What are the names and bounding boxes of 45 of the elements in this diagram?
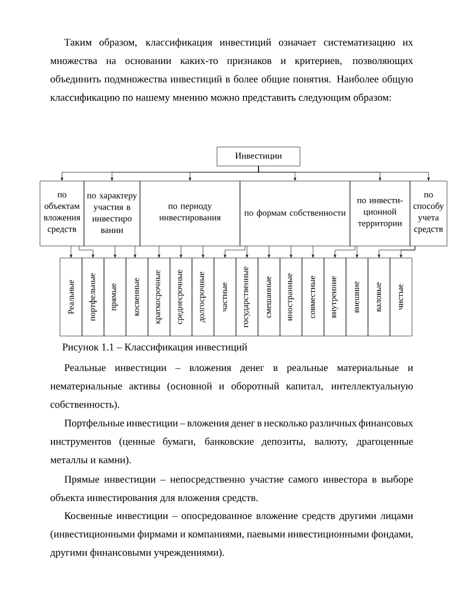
- arrow: [114, 246, 116, 258]
- type-box: внешние: [346, 258, 368, 336]
- type-box: портфельные: [82, 258, 104, 336]
- type-box: долгосрочные: [192, 258, 214, 336]
- type-box: косвенные: [126, 258, 148, 336]
- paragraph: Таким образом, классификация инвестиций означает систематизацию их множества на основании каких-то признаков и критериев, позволяющих объединить подмножества инвестиций в более общие понятия. Наиболее общую классификацию по нашему мнению можно представить следующим образом:: [50, 38, 414, 103]
- arrow: [158, 246, 160, 258]
- root-box: Инвестиции: [216, 146, 300, 166]
- arrow: [290, 246, 292, 258]
- category-box: по способу учета средств: [410, 180, 448, 246]
- category-box: по формам собственности: [240, 180, 350, 246]
- category-box: по периоду инвестирования: [140, 180, 240, 246]
- arrow: [134, 246, 136, 258]
- category-box: по инвести-ционной территории: [350, 180, 410, 246]
- caption: Рисунок 1.1 – Классификация инвестиций: [62, 343, 248, 353]
- arrow: [268, 246, 270, 258]
- type-box: чистые: [390, 258, 412, 336]
- type-box: краткосрочные: [148, 258, 170, 336]
- paragraph: Реальные инвестиции – вложения денег в реальные материальные и нематериальные активы (основной и оборотный капитал, интеллектуальную собственность).: [50, 364, 413, 410]
- type-box: совместные: [302, 258, 324, 336]
- type-box: валовые: [368, 258, 390, 336]
- paragraph: Косвенные инвестиции – опосредованное вложение средств другими лицами (инвестиционными фирмами и компаниями, паевыми инвестиционными фондами, другими финансовыми учреждениями).: [50, 512, 413, 558]
- arrow: [356, 246, 358, 258]
- type-box: внутренние: [324, 258, 346, 336]
- paragraph: Портфельные инвестиции – вложения денег в несколько различных финансовых инструментов (ценные бумаги, банковские депозиты, валюту, драгоценные металлы и камни).: [50, 419, 414, 466]
- type-box: государственные: [236, 258, 258, 336]
- type-box: Реальные: [60, 258, 82, 336]
- paragraph: Прямые инвестиции – непосредственно участие самого инвестора в выборе объекта инвестирования для вложения средств.: [50, 475, 413, 504]
- arrow: [70, 246, 72, 258]
- arrow: [180, 246, 182, 258]
- type-box: среднесрочные: [170, 258, 192, 336]
- arrow: [258, 166, 430, 181]
- category-box: по характеру участия в инвестиро вании: [84, 180, 140, 246]
- type-box: прямые: [104, 258, 126, 336]
- type-box: смешанные: [258, 258, 280, 336]
- arrow: [224, 246, 246, 258]
- arrow: [312, 246, 314, 258]
- arrow: [78, 246, 94, 258]
- arrow: [202, 246, 204, 258]
- arrow: [246, 246, 248, 258]
- type-box: частные: [214, 258, 236, 336]
- category-box: по объектам вложения средств: [40, 180, 84, 246]
- type-box: иностранные: [280, 258, 302, 336]
- arrow: [400, 246, 416, 258]
- arrow: [334, 246, 356, 258]
